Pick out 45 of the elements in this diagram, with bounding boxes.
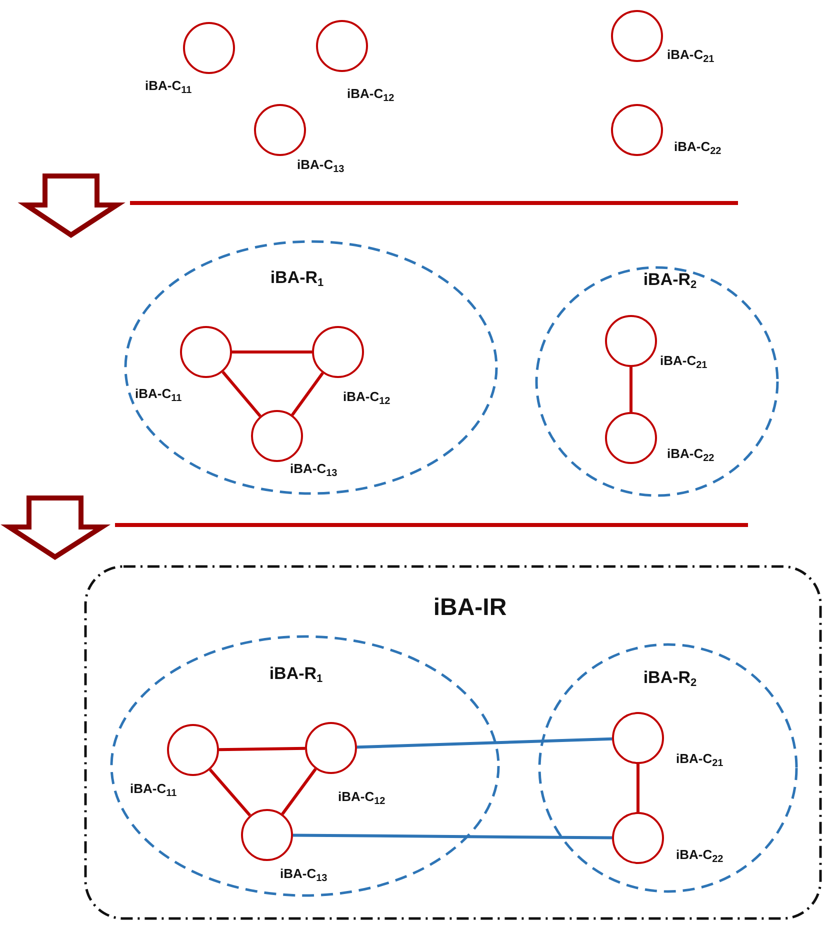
node-label: iBA-C$_{11}$ [135,386,182,401]
node-label: iBA-C$_{13}$ [280,866,328,881]
node-circle [180,326,232,378]
connector-line [636,764,640,812]
node-label: iBA-C$_{12}$ [343,389,390,404]
node-label: iBA-C$_{21}$ [676,751,724,766]
connector-line [222,370,262,418]
node-label: iBA-C$_{12}$ [347,86,394,101]
node-circle [254,104,306,156]
node-label: iBA-C$_{21}$ [667,47,714,62]
node-label: iBA-C$_{22}$ [667,446,714,461]
node-circle [167,724,219,776]
node-circle [605,412,657,464]
node-circle [612,812,664,864]
node-label: iBA-C$_{22}$ [676,847,724,862]
region-title: iBA-R$_{1}$ [270,268,324,288]
connector-line [218,746,306,752]
node-circle [305,722,357,774]
connector-line [208,768,252,816]
node-label: iBA-C$_{13}$ [290,461,338,476]
node-circle [251,410,303,462]
connector-line [630,367,632,412]
node-circle [312,326,364,378]
node-label: iBA-C$_{12}$ [338,789,386,804]
connector-line [356,737,612,749]
node-label: iBA-C$_{13}$ [297,157,344,172]
node-circle [611,104,663,156]
region-title: iBA-R$_{2}$ [643,668,697,688]
region-title: iBA-IR [433,594,507,622]
node-label: iBA-C$_{11}$ [145,78,192,93]
node-circle [316,20,368,72]
region-title: iBA-R$_{2}$ [643,270,697,290]
node-label: iBA-C$_{22}$ [674,139,722,154]
connector-line [291,372,324,416]
connector-line [232,350,312,354]
connector-line [281,768,317,815]
node-circle [605,315,657,367]
node-circle [612,712,664,764]
node-label: iBA-C$_{21}$ [660,353,708,368]
connector-line [292,834,612,840]
node-circle [611,10,663,62]
region-title: iBA-R$_{1}$ [269,664,323,684]
node-circle [183,22,235,74]
node-circle [241,809,293,861]
node-label: iBA-C$_{11}$ [130,781,177,796]
